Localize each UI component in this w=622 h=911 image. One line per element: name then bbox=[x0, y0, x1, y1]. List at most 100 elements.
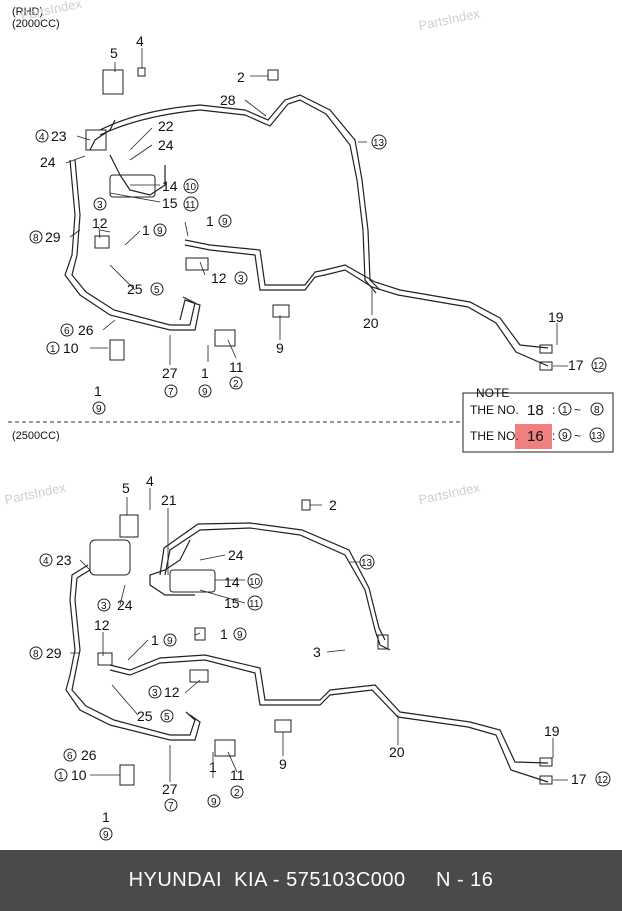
callout: 20 bbox=[363, 315, 379, 331]
callout: 1 bbox=[209, 759, 217, 775]
callout: 1 bbox=[206, 213, 214, 229]
callout: 27 bbox=[162, 365, 178, 381]
svg-text:~: ~ bbox=[574, 403, 581, 417]
callout: 10 bbox=[71, 767, 87, 783]
callout: 1 bbox=[102, 809, 110, 825]
callout: 10 bbox=[63, 340, 79, 356]
callout: 1 bbox=[50, 344, 56, 355]
note-row2-num: 16 bbox=[527, 428, 544, 445]
callout: 25 bbox=[127, 281, 143, 297]
callout: 7 bbox=[168, 801, 174, 812]
callout: 6 bbox=[64, 326, 70, 337]
callout: 1 bbox=[142, 222, 150, 238]
callout: 26 bbox=[81, 747, 97, 763]
callout: 14 bbox=[162, 178, 178, 194]
callout: 24 bbox=[117, 597, 133, 613]
callout: 9 bbox=[237, 630, 243, 641]
note-row2-to: 13 bbox=[591, 431, 603, 442]
note-row1-prefix: THE NO. bbox=[470, 403, 519, 417]
callout: 1 bbox=[58, 771, 64, 782]
callout: 19 bbox=[544, 723, 560, 739]
callout: 12 bbox=[211, 270, 227, 286]
callout: 12 bbox=[593, 361, 605, 372]
callout: 1 bbox=[220, 626, 228, 642]
svg-text::: : bbox=[552, 429, 555, 443]
callout: 1 bbox=[201, 365, 209, 381]
callout: 12 bbox=[92, 215, 108, 231]
callout: 15 bbox=[162, 195, 178, 211]
callout: 3 bbox=[313, 644, 321, 660]
callout: 7 bbox=[168, 387, 174, 398]
callout: 5 bbox=[110, 45, 118, 61]
callout: 9 bbox=[211, 797, 217, 808]
callout: 25 bbox=[137, 708, 153, 724]
footer-bar: HYUNDAI KIA - 575103C000 N - 16 bbox=[0, 850, 622, 911]
callout: 9 bbox=[103, 830, 109, 841]
callout: 2 bbox=[329, 497, 337, 513]
callout: 9 bbox=[202, 387, 208, 398]
callout: 10 bbox=[249, 577, 261, 588]
power-steering-hose-diagram: .t { font-size:14px; fill:#111; } .ct { … bbox=[8, 33, 614, 841]
callout: 1 bbox=[94, 383, 102, 399]
note-title: NOTE bbox=[476, 386, 509, 400]
callout: 3 bbox=[238, 274, 244, 285]
callout: 11 bbox=[229, 359, 244, 375]
callout: 27 bbox=[162, 781, 178, 797]
callout: 4 bbox=[136, 33, 144, 49]
callout: 28 bbox=[220, 92, 236, 108]
callout: 9 bbox=[157, 226, 163, 237]
callout: 9 bbox=[222, 217, 228, 228]
callout: 4 bbox=[39, 132, 45, 143]
callout: 11 bbox=[249, 599, 260, 610]
callout: 11 bbox=[185, 200, 196, 211]
callout: 29 bbox=[45, 229, 61, 245]
callout: 9 bbox=[279, 756, 287, 772]
callout: 19 bbox=[548, 309, 564, 325]
note-row2-from: 9 bbox=[562, 431, 568, 442]
callout: 12 bbox=[164, 684, 180, 700]
callout: 17 bbox=[571, 771, 587, 787]
header-config: (RHD) (2000CC) bbox=[12, 6, 60, 30]
callout: 5 bbox=[154, 285, 160, 296]
callouts-2500cc: 5 4 21 2 4 23 24 13 14 10 3 24 15 11 12 … bbox=[29, 473, 611, 841]
callout: 15 bbox=[224, 595, 240, 611]
callout: 23 bbox=[56, 552, 72, 568]
callout: 23 bbox=[51, 128, 67, 144]
callout: 29 bbox=[46, 645, 62, 661]
callout: 24 bbox=[40, 154, 56, 170]
section2-title: (2500CC) bbox=[12, 430, 60, 442]
note-row1-num: 18 bbox=[527, 402, 544, 419]
callout: 14 bbox=[224, 574, 240, 590]
note-row2-prefix: THE NO. bbox=[470, 429, 519, 443]
callout: 12 bbox=[597, 775, 609, 786]
header-line2: (2000CC) bbox=[12, 18, 60, 30]
svg-text:~: ~ bbox=[574, 429, 581, 443]
callout: 3 bbox=[152, 688, 158, 699]
callout: 6 bbox=[67, 751, 73, 762]
callout: 13 bbox=[361, 558, 373, 569]
callout: 9 bbox=[167, 636, 173, 647]
callout: 9 bbox=[96, 404, 102, 415]
diagram-2500cc bbox=[65, 488, 568, 786]
callout: 17 bbox=[568, 357, 584, 373]
header-line1: (RHD) bbox=[12, 6, 44, 18]
footer-page: N - 16 bbox=[435, 869, 494, 891]
callout: 5 bbox=[164, 712, 170, 723]
callout: 20 bbox=[389, 744, 405, 760]
callout: 3 bbox=[101, 601, 107, 612]
callout: 10 bbox=[185, 182, 197, 193]
diagram-2000cc bbox=[64, 48, 568, 371]
note-row1-from: 1 bbox=[562, 405, 568, 416]
callout: 22 bbox=[158, 118, 174, 134]
callout: 24 bbox=[228, 547, 244, 563]
callout: 2 bbox=[233, 379, 239, 390]
callout: 4 bbox=[146, 473, 154, 489]
svg-text::: : bbox=[552, 403, 555, 417]
note-row1-to: 8 bbox=[594, 405, 600, 416]
callout: 4 bbox=[43, 556, 49, 567]
callout: 1 bbox=[151, 632, 159, 648]
callout: 2 bbox=[234, 788, 240, 799]
callout: 8 bbox=[33, 649, 39, 660]
note-box: NOTE THE NO. 18 : 1 ~ 8 THE NO. 16 : 9 ~… bbox=[462, 386, 614, 453]
callout: 26 bbox=[78, 322, 94, 338]
